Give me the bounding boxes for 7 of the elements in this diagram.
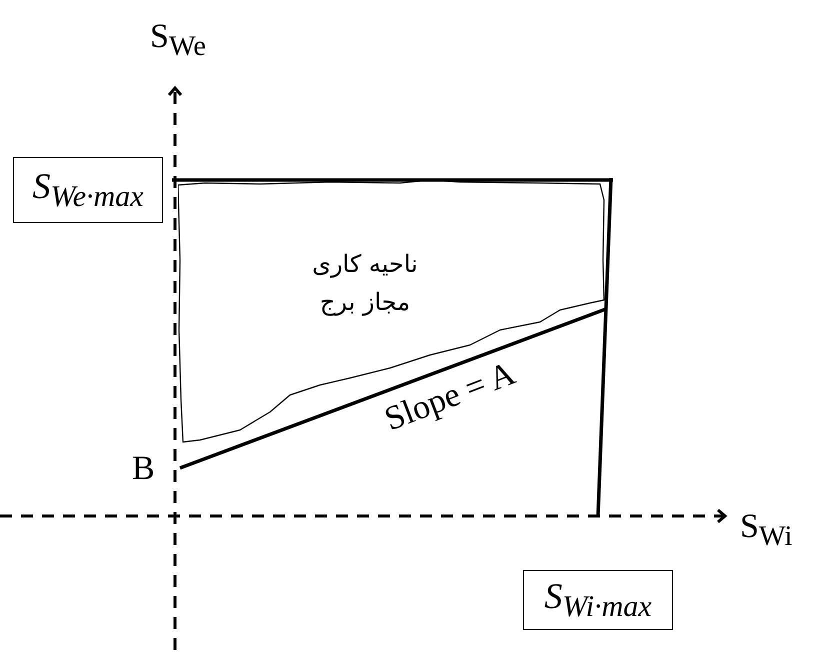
intercept-label: B (132, 452, 155, 486)
slope-label: Slope = A (380, 356, 520, 438)
region-label: ناحیه کاری مجاز برج (311, 249, 419, 318)
label-box: S$_{Wi·max}$ (523, 570, 673, 630)
label-box: S$_{We·max}$ (13, 157, 163, 223)
axis-label: S$_{Wi}$ (740, 510, 792, 552)
axis-label: S$_{We}$ (150, 20, 206, 62)
